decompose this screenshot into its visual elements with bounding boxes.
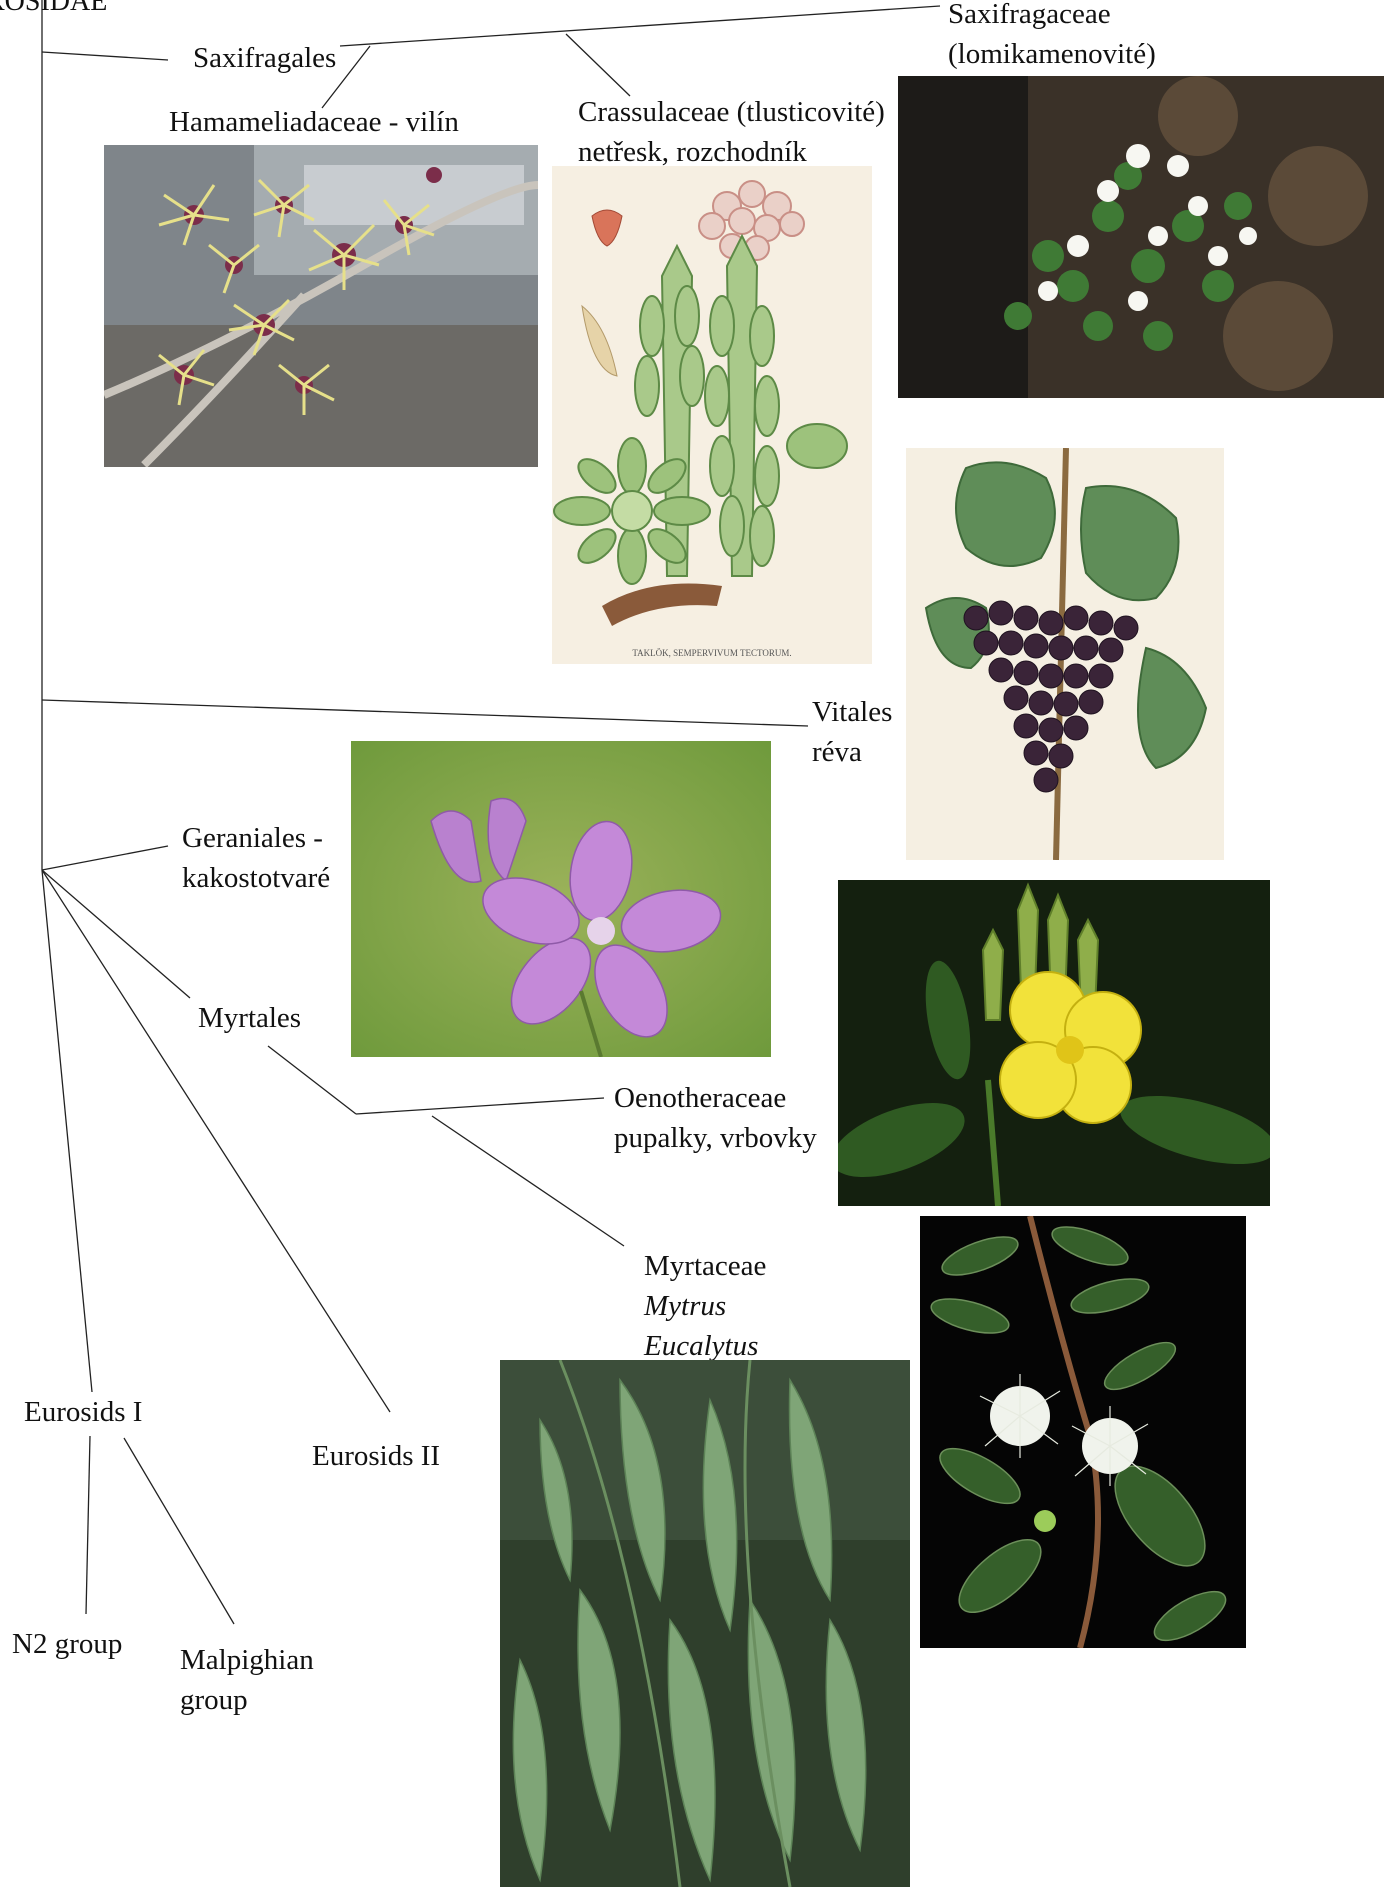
label-oenotheraceae: Oenotheraceaepupalky, vrbovky — [614, 1078, 817, 1158]
branch-myrtaceae — [432, 1116, 624, 1246]
geranium-photo — [351, 741, 771, 1057]
label-myrtales: Myrtales — [198, 998, 301, 1038]
label-malpighian-group: Malpighiangroup — [180, 1640, 314, 1720]
label-eurosids-1: Eurosids I — [24, 1392, 142, 1432]
eucalyptus-photo — [500, 1360, 910, 1887]
label-saxifragaceae: Saxifragaceae(lomikamenovité) — [948, 0, 1156, 74]
branch-eurosids-2 — [42, 870, 390, 1412]
branch-saxifragales — [42, 52, 168, 60]
label-hamamelidaceae: Hamameliadaceae - vilín — [169, 102, 459, 142]
witch-hazel-photo — [104, 145, 538, 467]
label-eurosids-2: Eurosids II — [312, 1436, 440, 1476]
branch-n2 — [86, 1436, 90, 1614]
label-saxifragales: Saxifragales — [193, 38, 336, 78]
branch-saxifragales-right — [340, 6, 940, 46]
label-geraniales: Geraniales -kakostotvaré — [182, 818, 330, 898]
branch-myrtales — [42, 870, 190, 998]
sempervivum-caption: TAKLÖK, SEMPERVIVUM TECTORUM. — [632, 648, 791, 658]
grape-illustration — [906, 448, 1224, 860]
branch-vitales — [42, 700, 808, 726]
oenothera-photo — [838, 880, 1270, 1206]
branch-myrtales-internal — [268, 1046, 356, 1114]
branch-malpighian — [124, 1438, 234, 1624]
sempervivum-illustration: TAKLÖK, SEMPERVIVUM TECTORUM. — [552, 166, 872, 664]
label-vitales: Vitalesréva — [812, 692, 892, 772]
label-n2-group: N2 group — [12, 1624, 122, 1664]
label-crassulaceae: Crassulaceae (tlusticovité)netřesk, rozc… — [578, 92, 885, 172]
root-label: ROSIDAE — [0, 0, 107, 22]
branch-eurosids-1 — [42, 870, 92, 1392]
branch-oenotheraceae — [356, 1098, 604, 1114]
branch-crassulaceae — [566, 34, 630, 96]
myrtus-photo — [920, 1216, 1246, 1648]
saxifraga-photo — [898, 76, 1384, 398]
label-myrtaceae: Myrtaceae Mytrus Eucalytus — [644, 1246, 766, 1366]
branch-geraniales — [42, 846, 168, 870]
